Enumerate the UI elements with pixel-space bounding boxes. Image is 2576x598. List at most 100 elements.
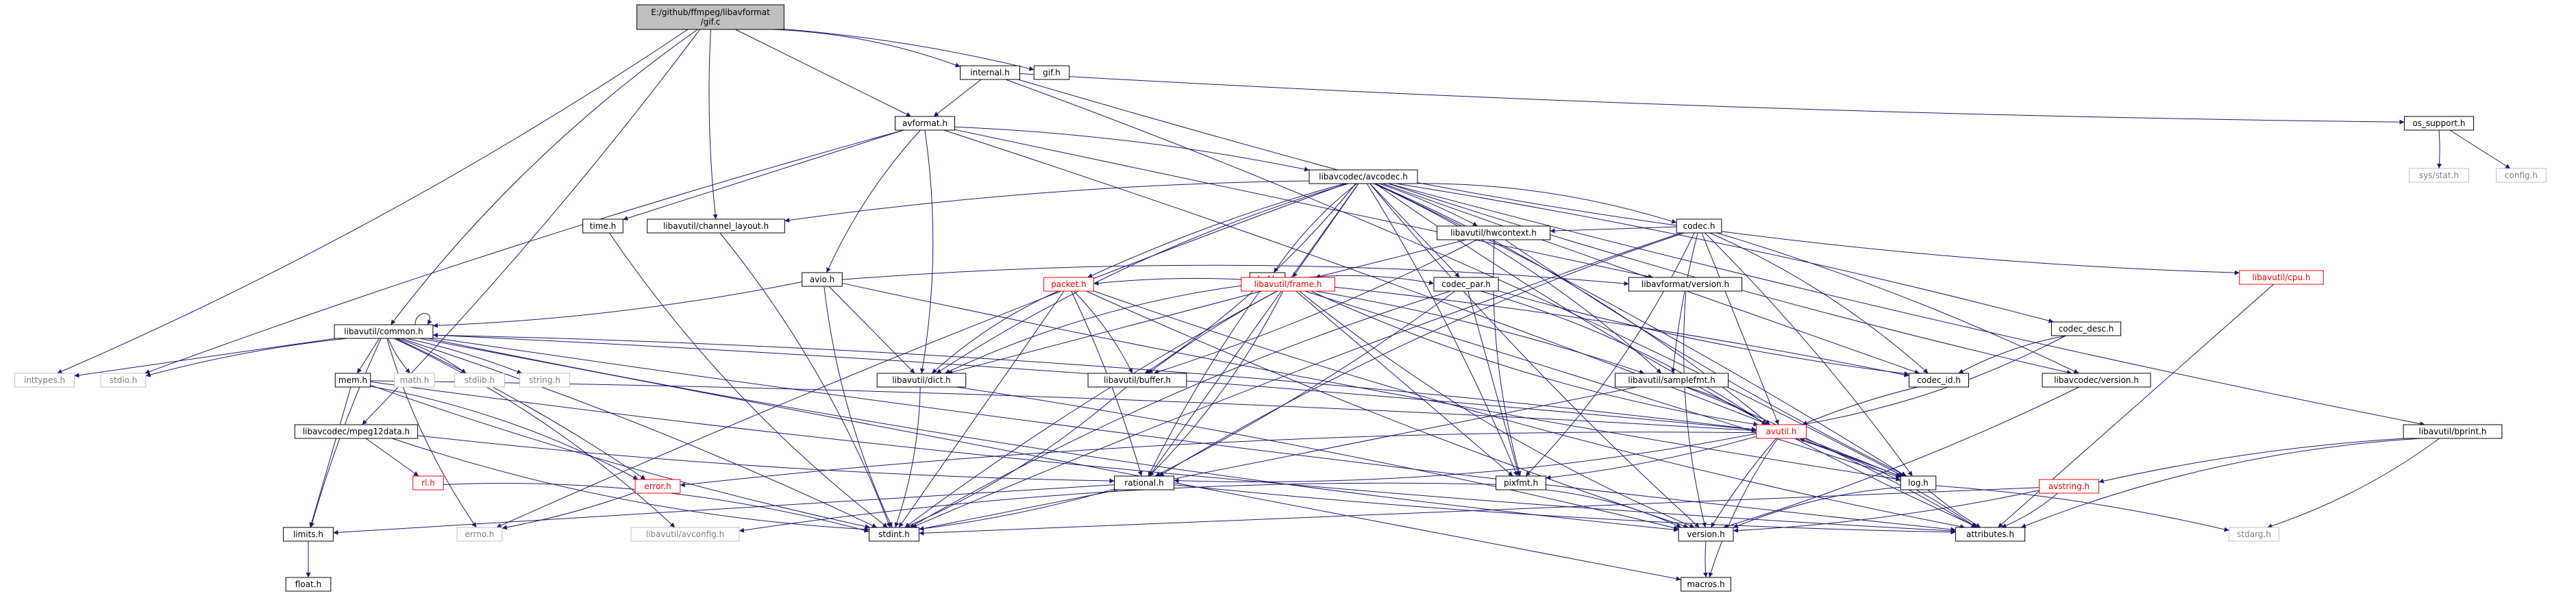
node-avio-h[interactable]: avio.h [802,272,843,287]
node-label: libavutil/frame.h [1254,279,1322,289]
edge-codec-h-to-log-h [1705,232,1913,477]
edge-internal-h-to-bprint-h [1017,79,2425,427]
node-string-h[interactable]: string.h [519,373,570,388]
node-error-h[interactable]: error.h [634,479,681,494]
node-common-h[interactable]: libavutil/common.h [334,324,434,339]
node-macros-h[interactable]: macros.h [1681,577,1731,592]
node-avstring-h[interactable]: avstring.h [2039,479,2099,494]
node-codec-h[interactable]: codec.h [1676,219,1722,234]
node-frame-h[interactable]: libavutil/frame.h [1241,277,1335,292]
node-bprint-h[interactable]: libavutil/bprint.h [2403,424,2503,439]
node-label: libavutil/channel_layout.h [663,221,769,231]
node-stdint-h[interactable]: stdint.h [869,527,919,542]
node-box [1114,475,1174,490]
node-os-support-h[interactable]: os_support.h [2403,116,2475,131]
node-attributes-h[interactable]: attributes.h [1955,527,2026,542]
node-version-h[interactable]: version.h [1678,527,1734,542]
node-dict-h[interactable]: libavutil/dict.h [876,373,967,388]
node-codec-desc-h[interactable]: codec_desc.h [2051,321,2122,336]
node-channel-layout-h[interactable]: libavutil/channel_layout.h [647,219,785,234]
node-label: libavutil/hwcontext.h [1450,228,1537,238]
node-stdarg-h[interactable]: stdarg.h [2229,527,2279,542]
node-internal-h[interactable]: internal.h [960,65,1020,80]
node-box [647,219,785,234]
node-gif-h[interactable]: gif.h [1033,65,1070,80]
edge-gif-c-to-common-h [390,29,698,325]
node-avcodec-h[interactable]: libavcodec/avcodec.h [1309,169,1418,184]
edge-avstring-h-to-attributes-h [2001,493,2058,528]
node-math-h[interactable]: math.h [394,373,435,388]
node-packet-h[interactable]: packet.h [1043,277,1094,292]
node-box [634,479,681,494]
node-log-h[interactable]: log.h [1900,475,1937,490]
node-float-h[interactable]: float.h [285,577,332,592]
node-label: libavutil/samplefmt.h [1628,375,1715,385]
node-box [1676,219,1722,234]
node-pixfmt-h[interactable]: pixfmt.h [1496,475,1546,490]
edge-log-h-to-stdarg-h [1935,485,2229,532]
edge-avio-h-to-common-h [432,281,802,328]
edge-frame-h-to-version-h [1299,290,1695,528]
node-label: stdlib.h [465,375,495,385]
edge-avcodec-h-to-cpu-h [1417,182,2240,275]
edge-rational-h-to-limits-h [333,484,1115,535]
edge-codec-desc-h-to-codec-id-h [1958,335,2067,374]
edge-avcodec-h-to-errno-h [496,183,1347,528]
node-label: codec.h [1683,221,1716,231]
edge-avstring-h-to-version-h [1733,490,2040,533]
node-label: math.h [400,375,430,385]
node-sys-stat-h[interactable]: sys/stat.h [2409,168,2469,183]
node-box [960,65,1020,80]
edge-codec-id-h-to-avutil-h [1802,386,1918,425]
node-avformat-version-h[interactable]: libavformat/version.h [1628,277,1743,292]
node-limits-h[interactable]: limits.h [283,527,334,542]
node-samplefmt-h[interactable]: libavutil/samplefmt.h [1614,373,1729,388]
node-mpeg12data-h[interactable]: libavcodec/mpeg12data.h [294,424,419,439]
node-label: avio.h [810,275,834,284]
edge-packet-h-to-stdint-h [898,290,1065,528]
edge-layer [57,28,2511,582]
node-mem-h[interactable]: mem.h [334,373,371,388]
edge-codec-par-h-to-avutil-h [1481,290,1767,425]
node-box [1628,277,1743,292]
edge-hwcontext-h-to-frame-h [1315,239,1467,279]
node-avutil-h[interactable]: avutil.h [1756,424,1807,439]
node-box [519,373,570,388]
edge-codec-h-to-pixfmt-h [1525,232,1695,477]
node-avformat-h[interactable]: avformat.h [895,116,955,131]
edge-gif-c-to-gif-h [784,28,1035,71]
edge-mpeg12data-h-to-rl-h [365,438,419,477]
edge-os-support-h-to-sys-stat-h [2437,129,2442,169]
node-rational-h[interactable]: rational.h [1114,475,1174,490]
node-label: pixfmt.h [1504,478,1538,488]
edge-rational-h-to-stdint-h [919,488,1115,532]
node-label: stdint.h [878,530,910,539]
node-stdio-h[interactable]: stdio.h [100,373,147,388]
edge-mpeg12data-h-to-stdint-h [392,438,869,532]
node-hwcontext-h[interactable]: libavutil/hwcontext.h [1436,225,1551,240]
node-label: libavutil/dict.h [892,375,950,385]
node-avcodec-version-h[interactable]: libavcodec/version.h [2042,373,2151,388]
edge-avformat-h-to-stdio-h [145,129,904,374]
node-buffer-h[interactable]: libavutil/buffer.h [1087,373,1187,388]
node-gif-c[interactable]: E:/github/ffmpeg/libavformat/gif.c [636,4,784,30]
node-box [1678,527,1734,542]
edge-common-h-to-string-h [406,338,523,374]
node-label: errno.h [465,530,495,539]
edge-codec-h-to-codec-id-h [1709,232,1929,374]
node-inttypes-h[interactable]: inttypes.h [14,373,75,388]
node-cpu-h[interactable]: libavutil/cpu.h [2239,270,2324,285]
node-rl-h[interactable]: rl.h [412,475,444,490]
node-codec-par-h[interactable]: codec_par.h [1433,277,1499,292]
node-stdlib-h[interactable]: stdlib.h [454,373,505,388]
node-config-h[interactable]: config.h [2496,168,2547,183]
node-codec-id-h[interactable]: codec_id.h [1909,373,1969,388]
node-time-h[interactable]: time.h [582,219,623,234]
node-avconfig-h[interactable]: libavutil/avconfig.h [630,527,740,542]
node-label: os_support.h [2412,119,2465,128]
node-box [895,116,955,131]
node-box [1900,475,1937,490]
edge-avio-h-to-log-h [842,282,1901,482]
node-errno-h[interactable]: errno.h [456,527,503,542]
